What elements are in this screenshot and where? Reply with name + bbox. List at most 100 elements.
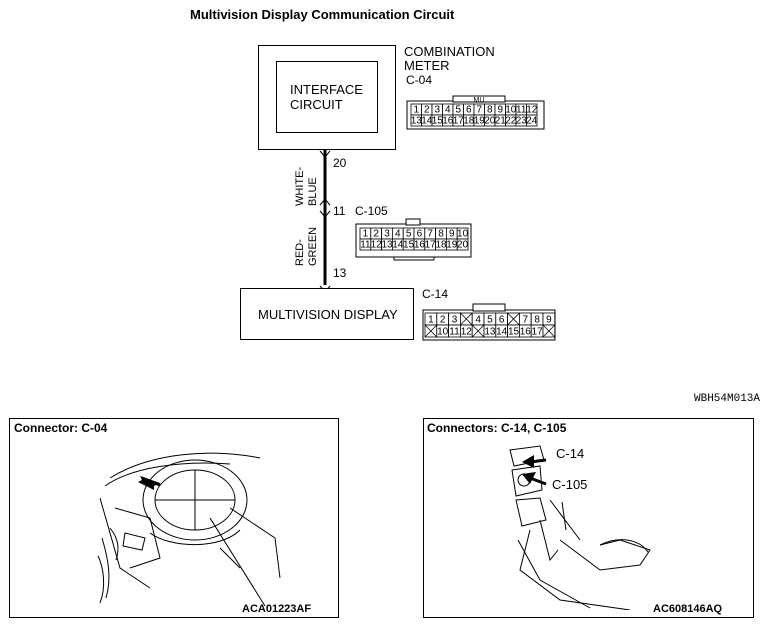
connector-c105-pin-label: 17 <box>425 240 437 251</box>
wire-color-green: GREEN <box>307 227 319 266</box>
connector-c14-blank-pin <box>507 312 520 326</box>
connector-c04-pin-label: 1 <box>413 105 419 116</box>
connector-c04-pin-label: 13 <box>411 116 423 127</box>
diagram-title: Multivision Display Communication Circui… <box>190 7 455 22</box>
connector-c14-pin-label: 15 <box>508 327 520 338</box>
connector-c04-pin-label: 3 <box>434 105 440 116</box>
dashboard-illustration <box>97 452 281 606</box>
connector-c04-pin-label: 21 <box>495 116 507 127</box>
connector-c04-pin-label: 23 <box>516 116 528 127</box>
connector-c105-pin-label: 10 <box>457 229 469 240</box>
connector-c105-pin-label: 9 <box>449 229 455 240</box>
connector-c04-panel-title: Connector: C-04 <box>14 421 108 435</box>
connector-c04-pin-label: 7 <box>476 105 482 116</box>
connector-c14-label: C-14 <box>422 287 449 301</box>
connector-c105-pin-label: 3 <box>384 229 390 240</box>
connector-c105-pin-label: 12 <box>371 240 383 251</box>
connector-c14-blank-pin <box>471 324 485 338</box>
callout-c14: C-14 <box>556 446 585 461</box>
connector-c14-pin-label: 13 <box>484 327 496 338</box>
connector-c14-pin-label: 2 <box>440 315 446 326</box>
connector-c105-pin-label: 13 <box>381 240 393 251</box>
connector-c105-label: C-105 <box>355 204 388 218</box>
connector-c04-pin-label: 14 <box>421 116 433 127</box>
connector-c04-label: C-04 <box>406 73 433 87</box>
connector-c105-pin-label: 8 <box>438 229 444 240</box>
pin-20-label: 20 <box>333 156 347 170</box>
connector-c14-pin-label: 14 <box>496 327 508 338</box>
interface-circuit-label-2: CIRCUIT <box>290 97 343 112</box>
connector-c105-pin-label: 6 <box>417 229 423 240</box>
pin-11-label: 11 <box>333 204 346 218</box>
connector-c14-pin-label: 7 <box>523 315 529 326</box>
connector-c04-panel-code: ACA01223AF <box>242 603 312 615</box>
multivision-display-label: MULTIVISION DISPLAY <box>258 307 398 322</box>
connector-c105-pin-label: 18 <box>435 240 447 251</box>
connector-c04-pin-label: 24 <box>526 116 538 127</box>
connector-c04-panel <box>9 418 339 618</box>
connector-c04-tab: MU <box>474 97 485 104</box>
connector-c04-pin-label: 6 <box>466 105 472 116</box>
connector-c04-pin-label: 10 <box>505 105 517 116</box>
connector-c14-pin-label: 10 <box>437 327 449 338</box>
connector-c14-pin-label: 5 <box>487 315 493 326</box>
connector-c14-pin-label: 8 <box>534 315 540 326</box>
callout-c105: C-105 <box>552 477 588 492</box>
combination-meter-label-1: COMBINATION <box>404 44 495 59</box>
connector-c04-pin-label: 20 <box>484 116 496 127</box>
connector-c14-pin-label: 4 <box>475 315 481 326</box>
connector-c14-pin-label: 12 <box>461 327 473 338</box>
connector-c105-cell <box>456 238 469 251</box>
connector-c105-pin-label: 2 <box>373 229 379 240</box>
connector-c04-pin-label: 19 <box>474 116 486 127</box>
connector-c04-pin-label: 17 <box>453 116 465 127</box>
connector-c14-pin-label: 3 <box>452 315 458 326</box>
connector-c04-pin-label: 2 <box>424 105 430 116</box>
interface-circuit-label-1: INTERFACE <box>290 82 363 97</box>
connector-c04-pin-label: 22 <box>505 116 517 127</box>
connector-c14-pin-label: 9 <box>546 315 552 326</box>
combination-meter-label-2: METER <box>404 58 450 73</box>
connector-c04-pin-label: 8 <box>487 105 493 116</box>
diagram-code: WBH54M013A <box>694 393 761 405</box>
connector-c04-pin-label: 4 <box>445 105 451 116</box>
connector-c14-c105-panel-code: AC608146AQ <box>653 603 723 615</box>
connector-c04-pin-label: 5 <box>455 105 461 116</box>
connector-c04-pin-label: 15 <box>432 116 444 127</box>
connector-c14-blank-pin <box>424 324 438 338</box>
wire-color-blue: BLUE <box>307 177 319 206</box>
connector-c105-pin-label: 15 <box>403 240 415 251</box>
pin-13-label: 13 <box>333 266 347 280</box>
connector-c04-pin-label: 11 <box>516 105 527 116</box>
connector-c14-pin-label: 11 <box>449 327 460 338</box>
connector-c105-pin-label: 4 <box>395 229 401 240</box>
connector-c04-pin-label: 9 <box>497 105 503 116</box>
multivision-display-box <box>240 288 414 340</box>
connector-c14-c105-panel-title: Connectors: C-14, C-105 <box>427 421 567 435</box>
connector-c04-cell <box>526 114 538 127</box>
interface-circuit-box <box>276 61 378 133</box>
connector-c14-blank-pin <box>460 312 473 326</box>
connector-c04-pin-label: 16 <box>442 116 454 127</box>
connector-c14-pin-label: 16 <box>520 327 532 338</box>
connector-c105-pin-label: 14 <box>392 240 404 251</box>
connector-c04-pin-label: 18 <box>463 116 475 127</box>
connector-c105-pin-label: 20 <box>457 240 469 251</box>
connector-c105-pin-label: 5 <box>406 229 412 240</box>
connector-c105-pin-label: 7 <box>427 229 433 240</box>
console-illustration <box>509 445 651 610</box>
connector-c14-pin-label: 6 <box>499 315 505 326</box>
wire-color-labels: WHITE- BLUE RED- GREEN <box>294 167 319 266</box>
connector-c14-c105-panel <box>423 418 754 618</box>
connector-c14-pin-label: 17 <box>532 327 544 338</box>
connector-c14-blank-pin <box>542 324 556 338</box>
connector-c105-pin-label: 19 <box>446 240 458 251</box>
connector-c14-pin-label: 1 <box>428 315 434 326</box>
wire-color-white: WHITE- <box>294 167 306 206</box>
connector-c105-pin-label: 11 <box>360 240 371 251</box>
wire-color-red: RED- <box>294 239 306 266</box>
connector-c105-pin-label: 1 <box>363 229 369 240</box>
connector-c105-pin-label: 16 <box>414 240 426 251</box>
